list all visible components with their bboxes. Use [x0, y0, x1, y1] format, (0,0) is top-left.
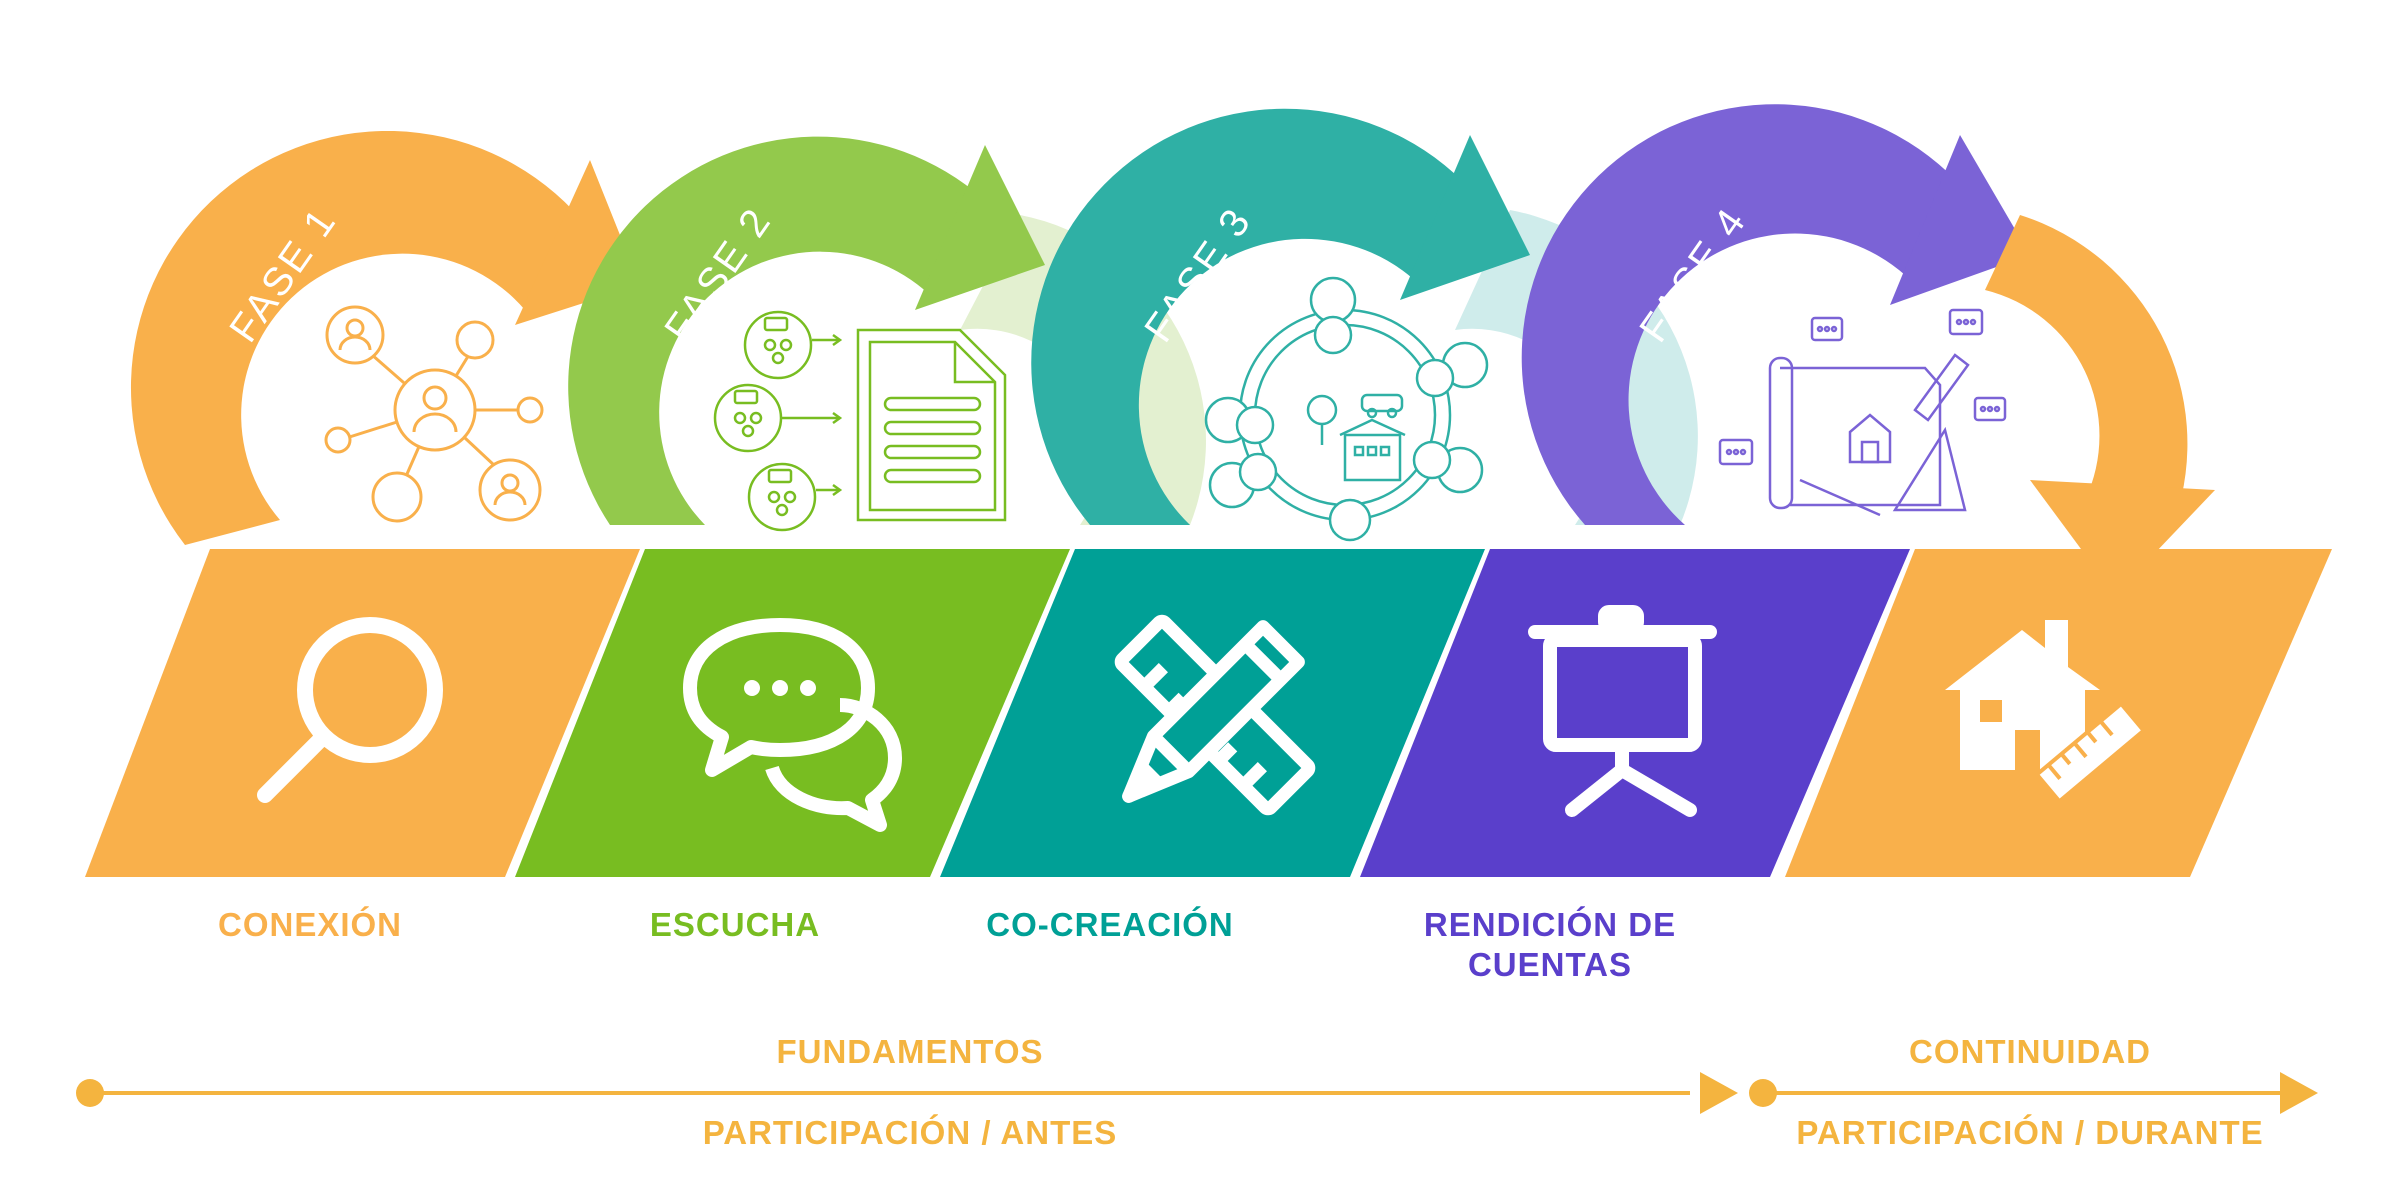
presentation-board-icon	[1528, 605, 1717, 817]
curved-arrow-4	[1521, 104, 2030, 525]
curved-arrow-2	[568, 136, 1045, 525]
network-icon	[324, 305, 544, 523]
timeline	[76, 1072, 2318, 1114]
label-escucha: ESCUCHA	[649, 906, 821, 943]
house-ruler-icon	[1945, 620, 2147, 805]
block-conexion	[85, 549, 640, 877]
curved-arrow-3	[1031, 108, 1530, 525]
block-rendicion	[1360, 549, 1910, 877]
speech-bubbles-icon	[683, 618, 902, 832]
label-conexion: CONEXIÓN	[217, 906, 403, 943]
groups-to-document-icon	[713, 310, 1007, 532]
timeline-arrow-2	[2280, 1072, 2318, 1114]
label-rendicion-de-cuentas: RENDICIÓN DE CUENTAS	[1423, 906, 1677, 983]
label-participacion-durante: PARTICIPACIÓN / DURANTE	[1796, 1114, 2264, 1151]
label-fundamentos: FUNDAMENTOS	[776, 1033, 1044, 1070]
magnifier-icon	[257, 617, 443, 803]
timeline-arrow-1	[1700, 1072, 1738, 1114]
label-participacion-antes: PARTICIPACIÓN / ANTES	[702, 1114, 1118, 1151]
label-co-creacion: CO-CREACIÓN	[986, 906, 1234, 943]
pencil-ruler-icon	[1114, 614, 1316, 816]
community-circle-icon	[1204, 276, 1489, 542]
label-continuidad: CONTINUIDAD	[1909, 1033, 2151, 1070]
blueprint-icon	[1718, 308, 2007, 517]
block-escucha	[515, 549, 1070, 877]
curved-arrow-final	[1985, 215, 2215, 595]
